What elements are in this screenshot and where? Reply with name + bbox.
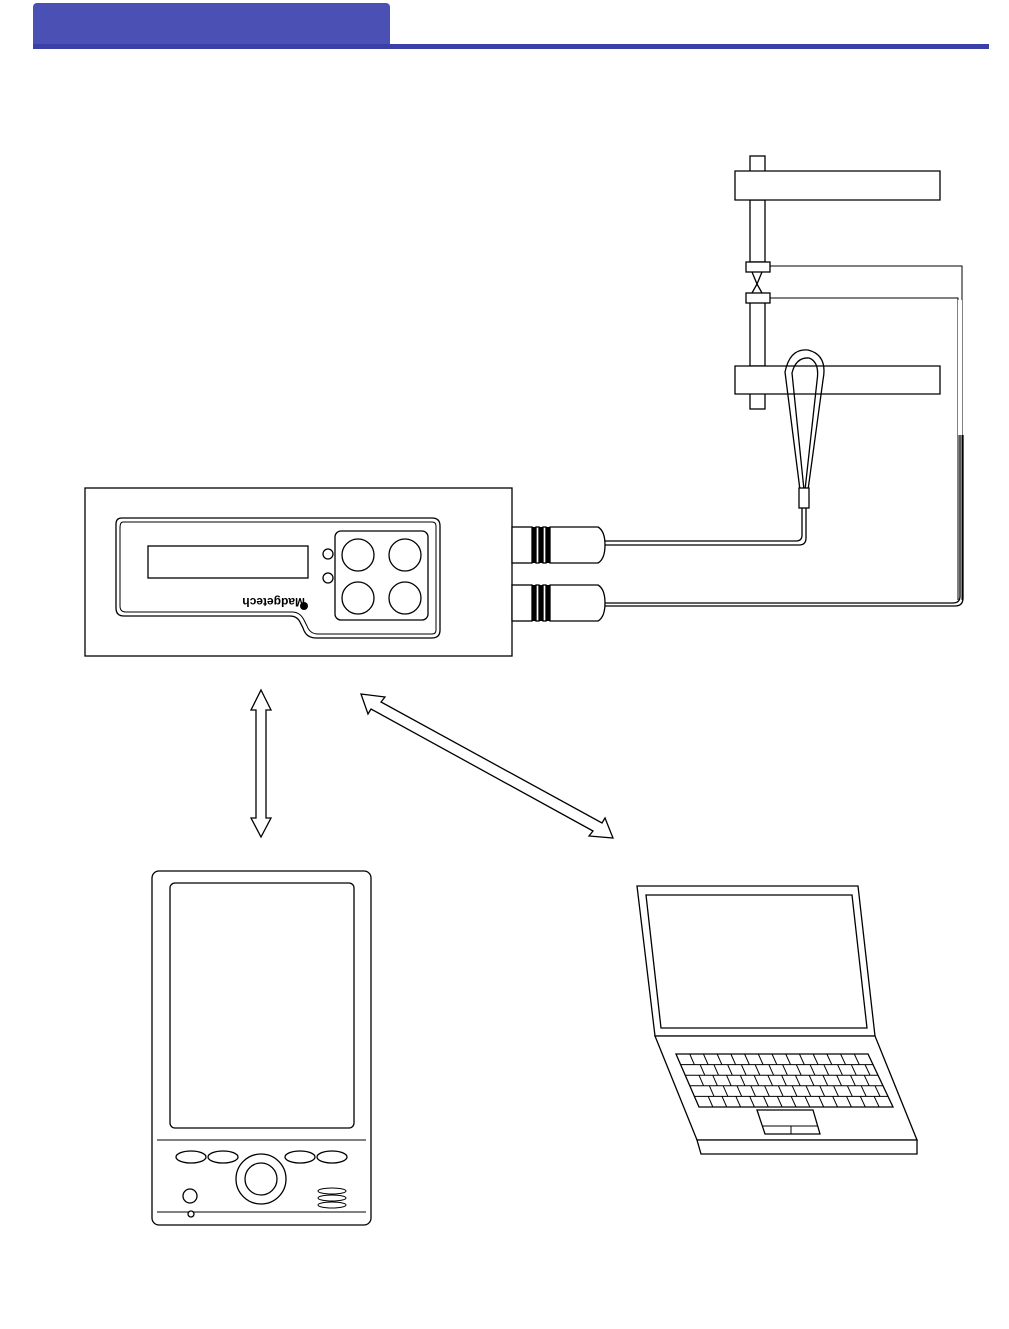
diagonal-bidirectional-arrow-icon	[361, 694, 613, 838]
brand-logo: Madgetech	[242, 595, 305, 609]
keypad-button	[389, 582, 421, 614]
vertical-bidirectional-arrow-icon	[251, 690, 271, 837]
laptop-trackpad	[757, 1110, 820, 1134]
data-logger-icon: Madgetech	[85, 488, 605, 656]
keypad-button	[342, 582, 374, 614]
keypad-button	[389, 539, 421, 571]
pipe-assembly-icon	[605, 156, 963, 606]
handheld-pda-icon	[152, 871, 371, 1225]
lcd-display	[148, 546, 308, 578]
sensor-connector	[512, 527, 605, 563]
keypad-button	[342, 539, 374, 571]
status-led	[323, 549, 333, 559]
status-led	[323, 573, 333, 583]
laptop-computer-icon	[637, 886, 917, 1154]
pda-screen	[170, 883, 354, 1128]
sensor-connector	[512, 585, 605, 621]
logo-flower-icon	[300, 602, 308, 610]
